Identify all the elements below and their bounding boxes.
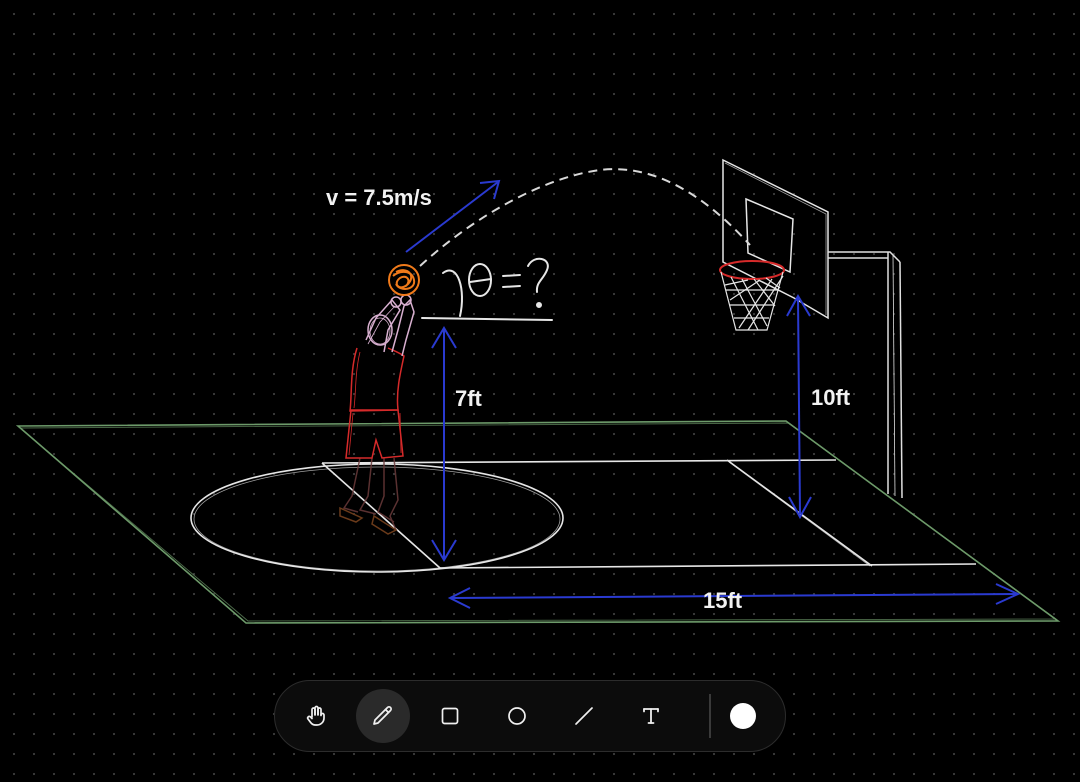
line-tool-button[interactable] [557,689,611,743]
circle-icon [508,707,526,725]
basketball [388,264,420,296]
court-outline [15,420,1061,624]
ellipse-tool-button[interactable] [490,689,544,743]
lane-left [321,462,441,569]
player-height-label: 7ft [455,386,482,411]
hoop-height-label: 10ft [811,385,851,410]
pencil-icon [373,706,392,725]
court-lines [190,459,977,573]
distance-label: 15ft [703,588,743,613]
velocity-label: v = 7.5m/s [326,185,432,210]
text-tool-button[interactable] [624,689,678,743]
hoop-net [719,260,785,331]
player-height-arrow [431,326,457,562]
free-throw-line-top [321,459,837,464]
hand-tool-button[interactable] [289,689,343,743]
toolbar-divider [709,694,711,738]
backboard [722,158,829,320]
drawing-toolbar [274,680,786,752]
ball-trajectory [419,168,751,267]
hand-icon [306,705,325,726]
square-icon [441,707,459,725]
rectangle-tool-button[interactable] [423,689,477,743]
angle-annotation [421,257,553,321]
player-figure [339,294,415,535]
text-icon [643,708,659,724]
color-picker-button[interactable] [729,703,756,729]
pencil-tool-button[interactable] [356,689,410,743]
line-icon [575,707,593,725]
hoop-pole [828,251,903,499]
baseline-near [439,563,977,569]
center-circle [190,463,564,573]
distance-arrow [447,583,1021,609]
velocity-arrow [405,179,501,253]
hoop-height-arrow [786,293,812,520]
